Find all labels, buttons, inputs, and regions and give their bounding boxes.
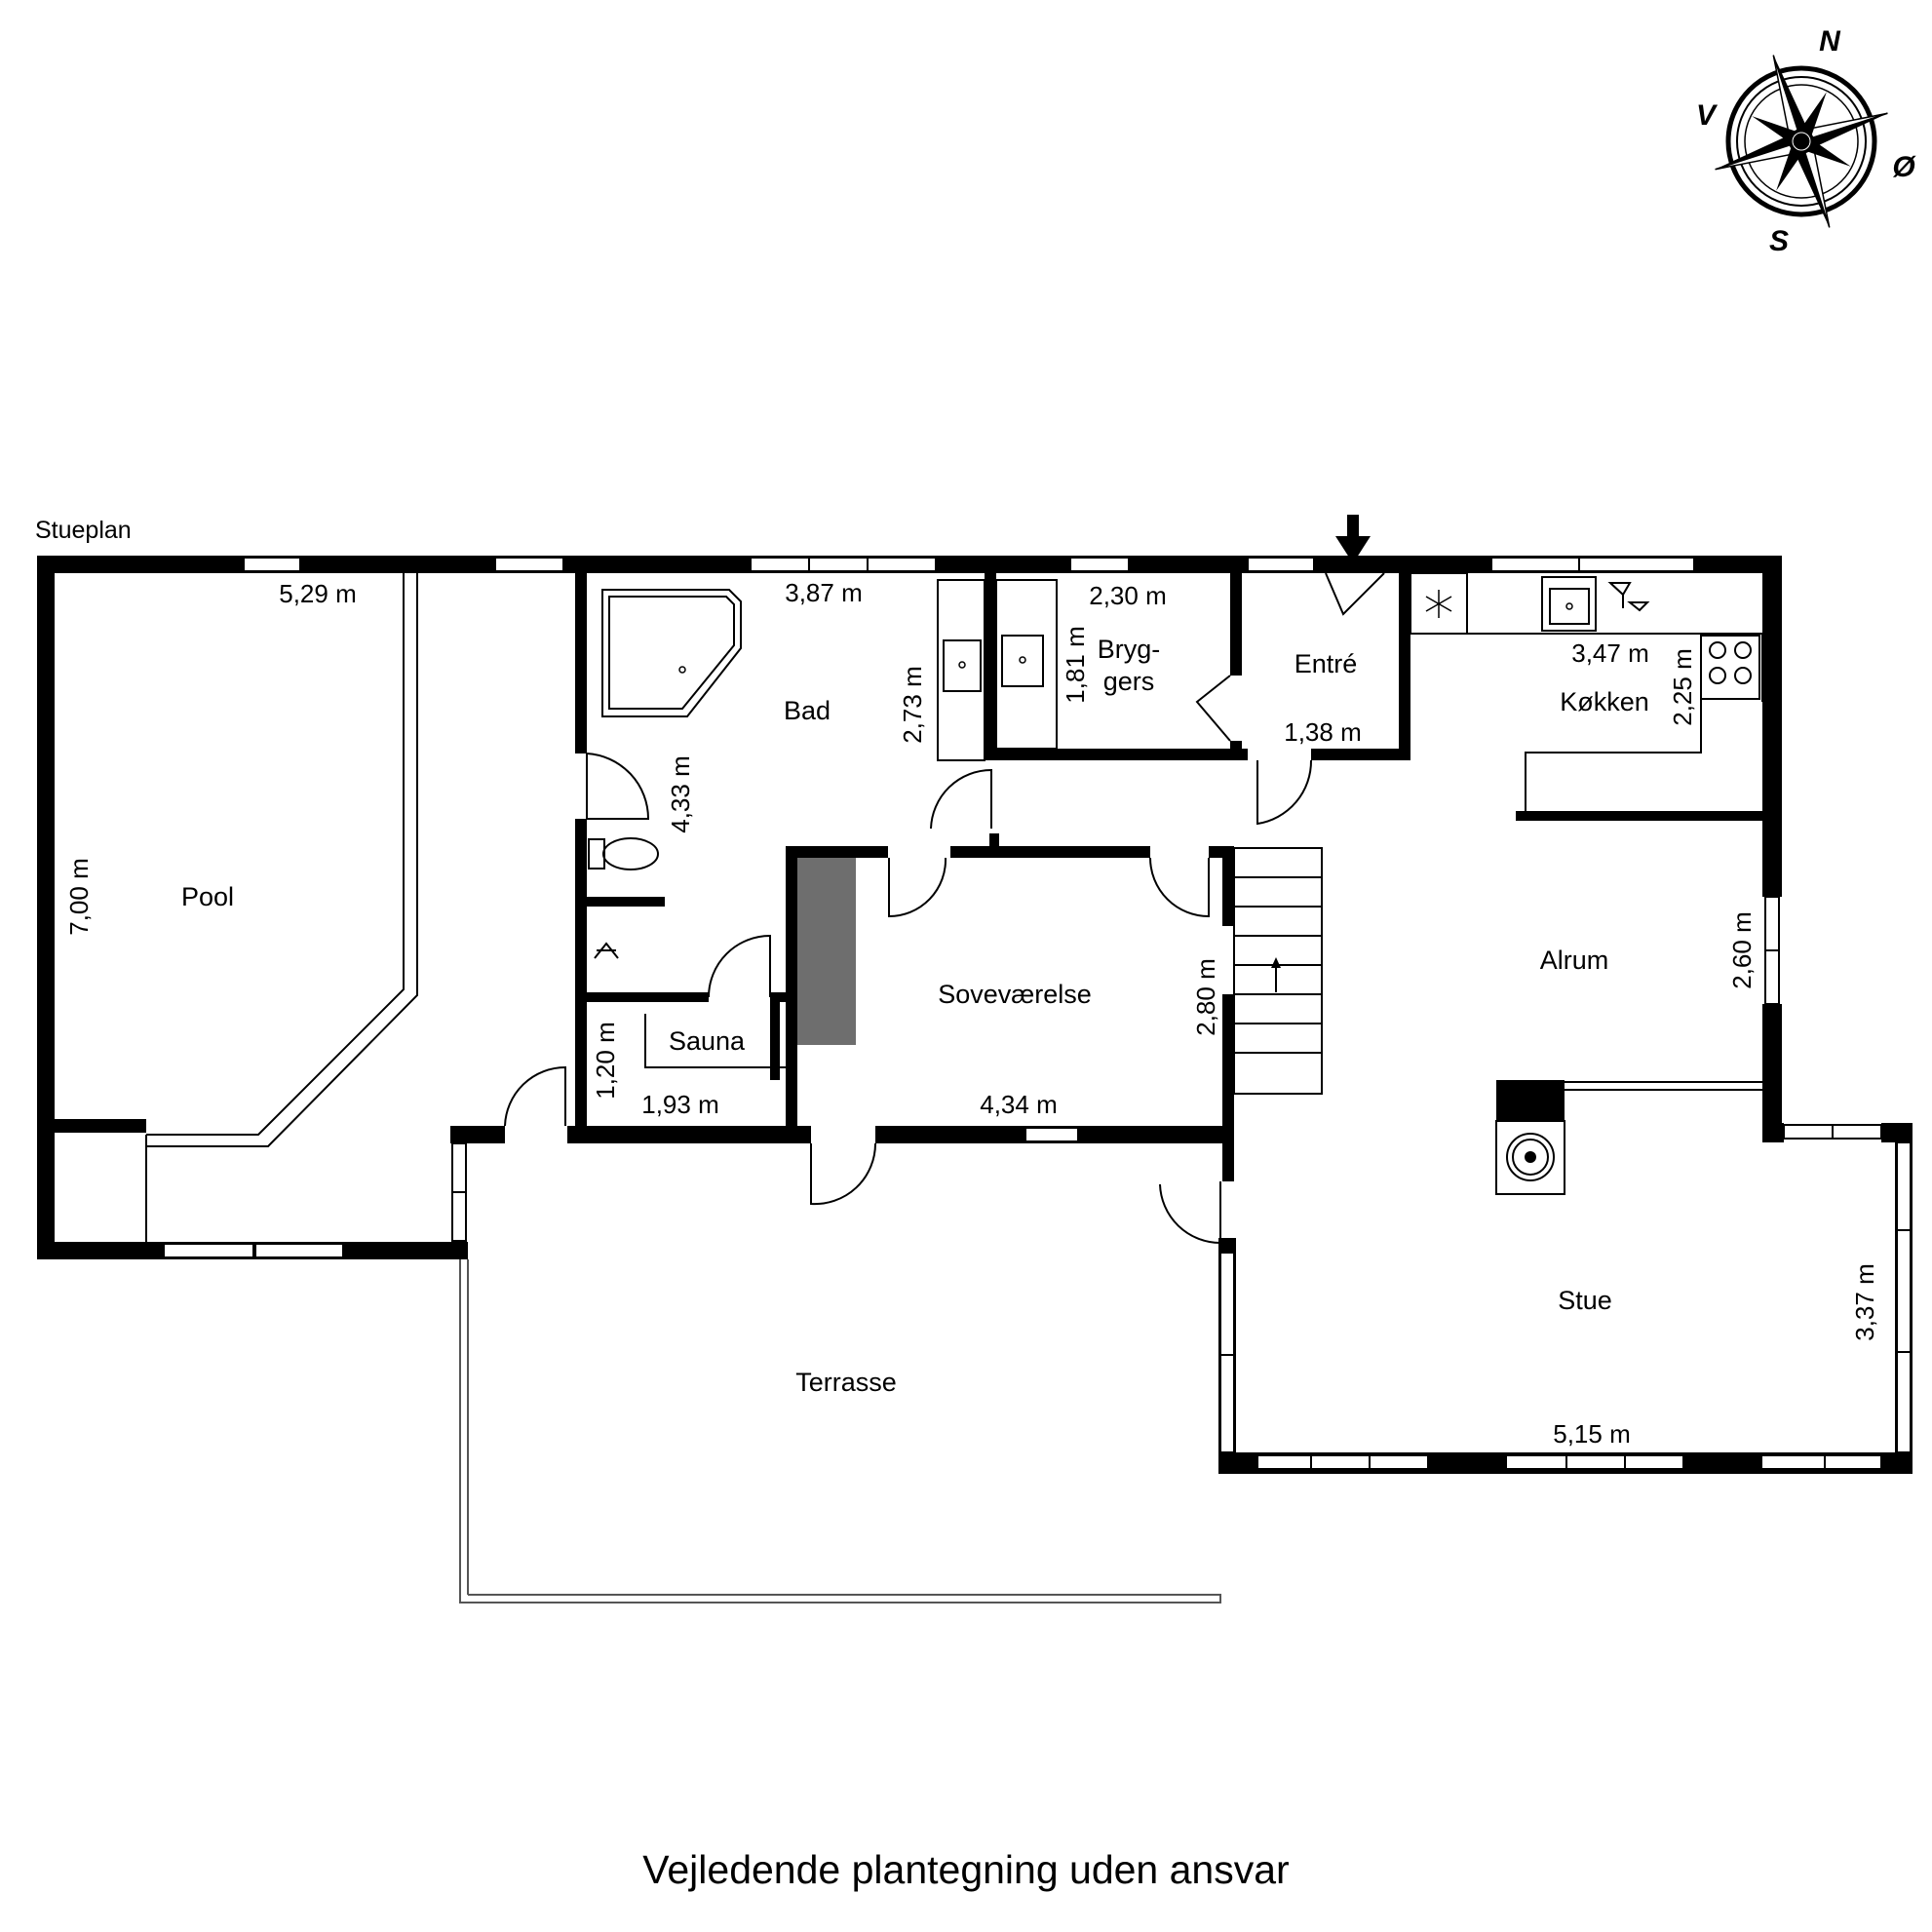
room-label-terrasse: Terrasse <box>795 1368 897 1397</box>
entrance-arrow-icon <box>1335 515 1371 563</box>
room-label-alrum: Alrum <box>1540 946 1609 975</box>
floor-label: Stueplan <box>35 517 132 544</box>
room-label-bryggers-1: Bryg- <box>1098 635 1161 664</box>
dim-kokken-depth: 2,25 m <box>1668 648 1697 726</box>
doors <box>504 572 1385 1245</box>
windows <box>163 557 1912 1470</box>
room-label-entre: Entré <box>1294 649 1358 678</box>
terrace-outline <box>459 1259 1221 1604</box>
room-label-stue: Stue <box>1558 1286 1612 1315</box>
compass-rose-icon <box>1715 55 1888 228</box>
room-label-sauna: Sauna <box>669 1026 746 1056</box>
fixtures <box>588 572 1763 1195</box>
dim-bad-depth-2: 2,73 m <box>898 666 927 744</box>
compass-east-label: Ø <box>1892 151 1916 183</box>
dim-bad-width: 3,87 m <box>785 578 863 607</box>
dim-bryggers-depth: 1,81 m <box>1061 626 1090 704</box>
dim-alrum-depth: 2,60 m <box>1727 911 1757 989</box>
room-label-pool: Pool <box>181 882 234 911</box>
dim-stue-width: 5,15 m <box>1553 1419 1631 1449</box>
dim-pool-width: 5,29 m <box>279 579 357 608</box>
dim-stue-depth: 3,37 m <box>1850 1263 1879 1341</box>
room-label-sovevaerelse: Soveværelse <box>938 980 1092 1009</box>
compass-south-label: S <box>1769 225 1789 257</box>
dim-entre-width: 1,38 m <box>1284 717 1362 747</box>
snowflake-icon <box>1425 590 1452 618</box>
dim-sauna-width: 1,93 m <box>641 1090 719 1119</box>
staircase <box>1233 847 1323 1095</box>
dim-sauna-depth: 1,20 m <box>591 1022 620 1100</box>
dim-bryggers-width: 2,30 m <box>1089 581 1167 610</box>
room-label-kokken: Køkken <box>1560 687 1649 716</box>
dim-sove-width: 4,34 m <box>980 1090 1058 1119</box>
dim-bad-depth: 4,33 m <box>666 755 695 833</box>
compass-north-label: N <box>1819 25 1841 58</box>
room-label-bryggers-2: gers <box>1103 667 1155 696</box>
pool-basin <box>145 573 418 1242</box>
footer-disclaimer: Vejledende plantegning uden ansvar <box>642 1847 1289 1892</box>
compass-west-label: V <box>1696 99 1719 132</box>
dim-pool-length: 7,00 m <box>64 858 94 936</box>
room-label-bad: Bad <box>784 696 831 725</box>
dim-sove-depth: 2,80 m <box>1191 958 1220 1036</box>
dim-kokken-width: 3,47 m <box>1571 638 1649 668</box>
